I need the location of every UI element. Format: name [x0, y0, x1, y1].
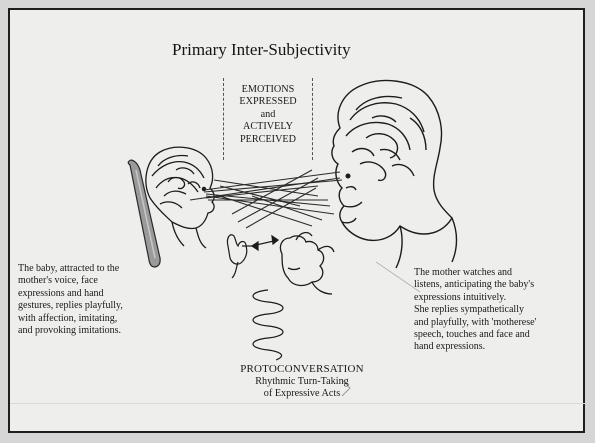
- right-dash-line: [312, 78, 313, 160]
- mother-head: [332, 81, 457, 268]
- mother-hand: [280, 233, 334, 294]
- baby-hand: [227, 235, 254, 278]
- arrow-between-hands: [252, 236, 278, 250]
- baby-text-line: expressions and hand: [18, 288, 178, 300]
- mother-text-line: The mother watches and: [414, 267, 586, 279]
- caption-line: and: [224, 109, 312, 121]
- caption-line: EXPRESSED: [224, 96, 312, 108]
- mother-text-line: and playfully, with 'motherese': [414, 317, 586, 329]
- mother-text-line: hand expressions.: [414, 341, 586, 353]
- baby-text-line: and provoking imitations.: [18, 325, 178, 337]
- baby-text-line: with affection, imitating,: [18, 313, 178, 325]
- mother-text-line: speech, touches and face and: [414, 329, 586, 341]
- emotions-caption: EMOTIONS EXPRESSED and ACTIVELY PERCEIVE…: [224, 84, 312, 146]
- mother-text-line: listens, anticipating the baby's: [414, 279, 586, 291]
- protoconversation-line: of Expressive Acts: [212, 388, 392, 401]
- caption-line: PERCEIVED: [224, 134, 312, 146]
- caption-line: EMOTIONS: [224, 84, 312, 96]
- figure-title: Primary Inter-Subjectivity: [172, 40, 358, 60]
- protoconversation-heading: PROTOCONVERSATION: [212, 363, 392, 376]
- cradle-rod: [128, 160, 160, 267]
- baby-text-line: gestures, replies playfully,: [18, 300, 178, 312]
- rhythm-wave: [253, 290, 283, 360]
- mother-description: The mother watches and listens, anticipa…: [414, 267, 586, 354]
- protoconversation-line: Rhythmic Turn-Taking: [212, 376, 392, 389]
- mother-text-line: She replies sympathetically: [414, 304, 586, 316]
- protoconversation-caption: PROTOCONVERSATION Rhythmic Turn-Taking o…: [212, 363, 392, 401]
- caption-line: ACTIVELY: [224, 121, 312, 133]
- baby-text-line: mother's voice, face: [18, 275, 178, 287]
- baby-text-line: The baby, attracted to the: [18, 263, 178, 275]
- mother-text-line: expressions intuitively.: [414, 292, 586, 304]
- baby-description: The baby, attracted to the mother's voic…: [18, 263, 178, 337]
